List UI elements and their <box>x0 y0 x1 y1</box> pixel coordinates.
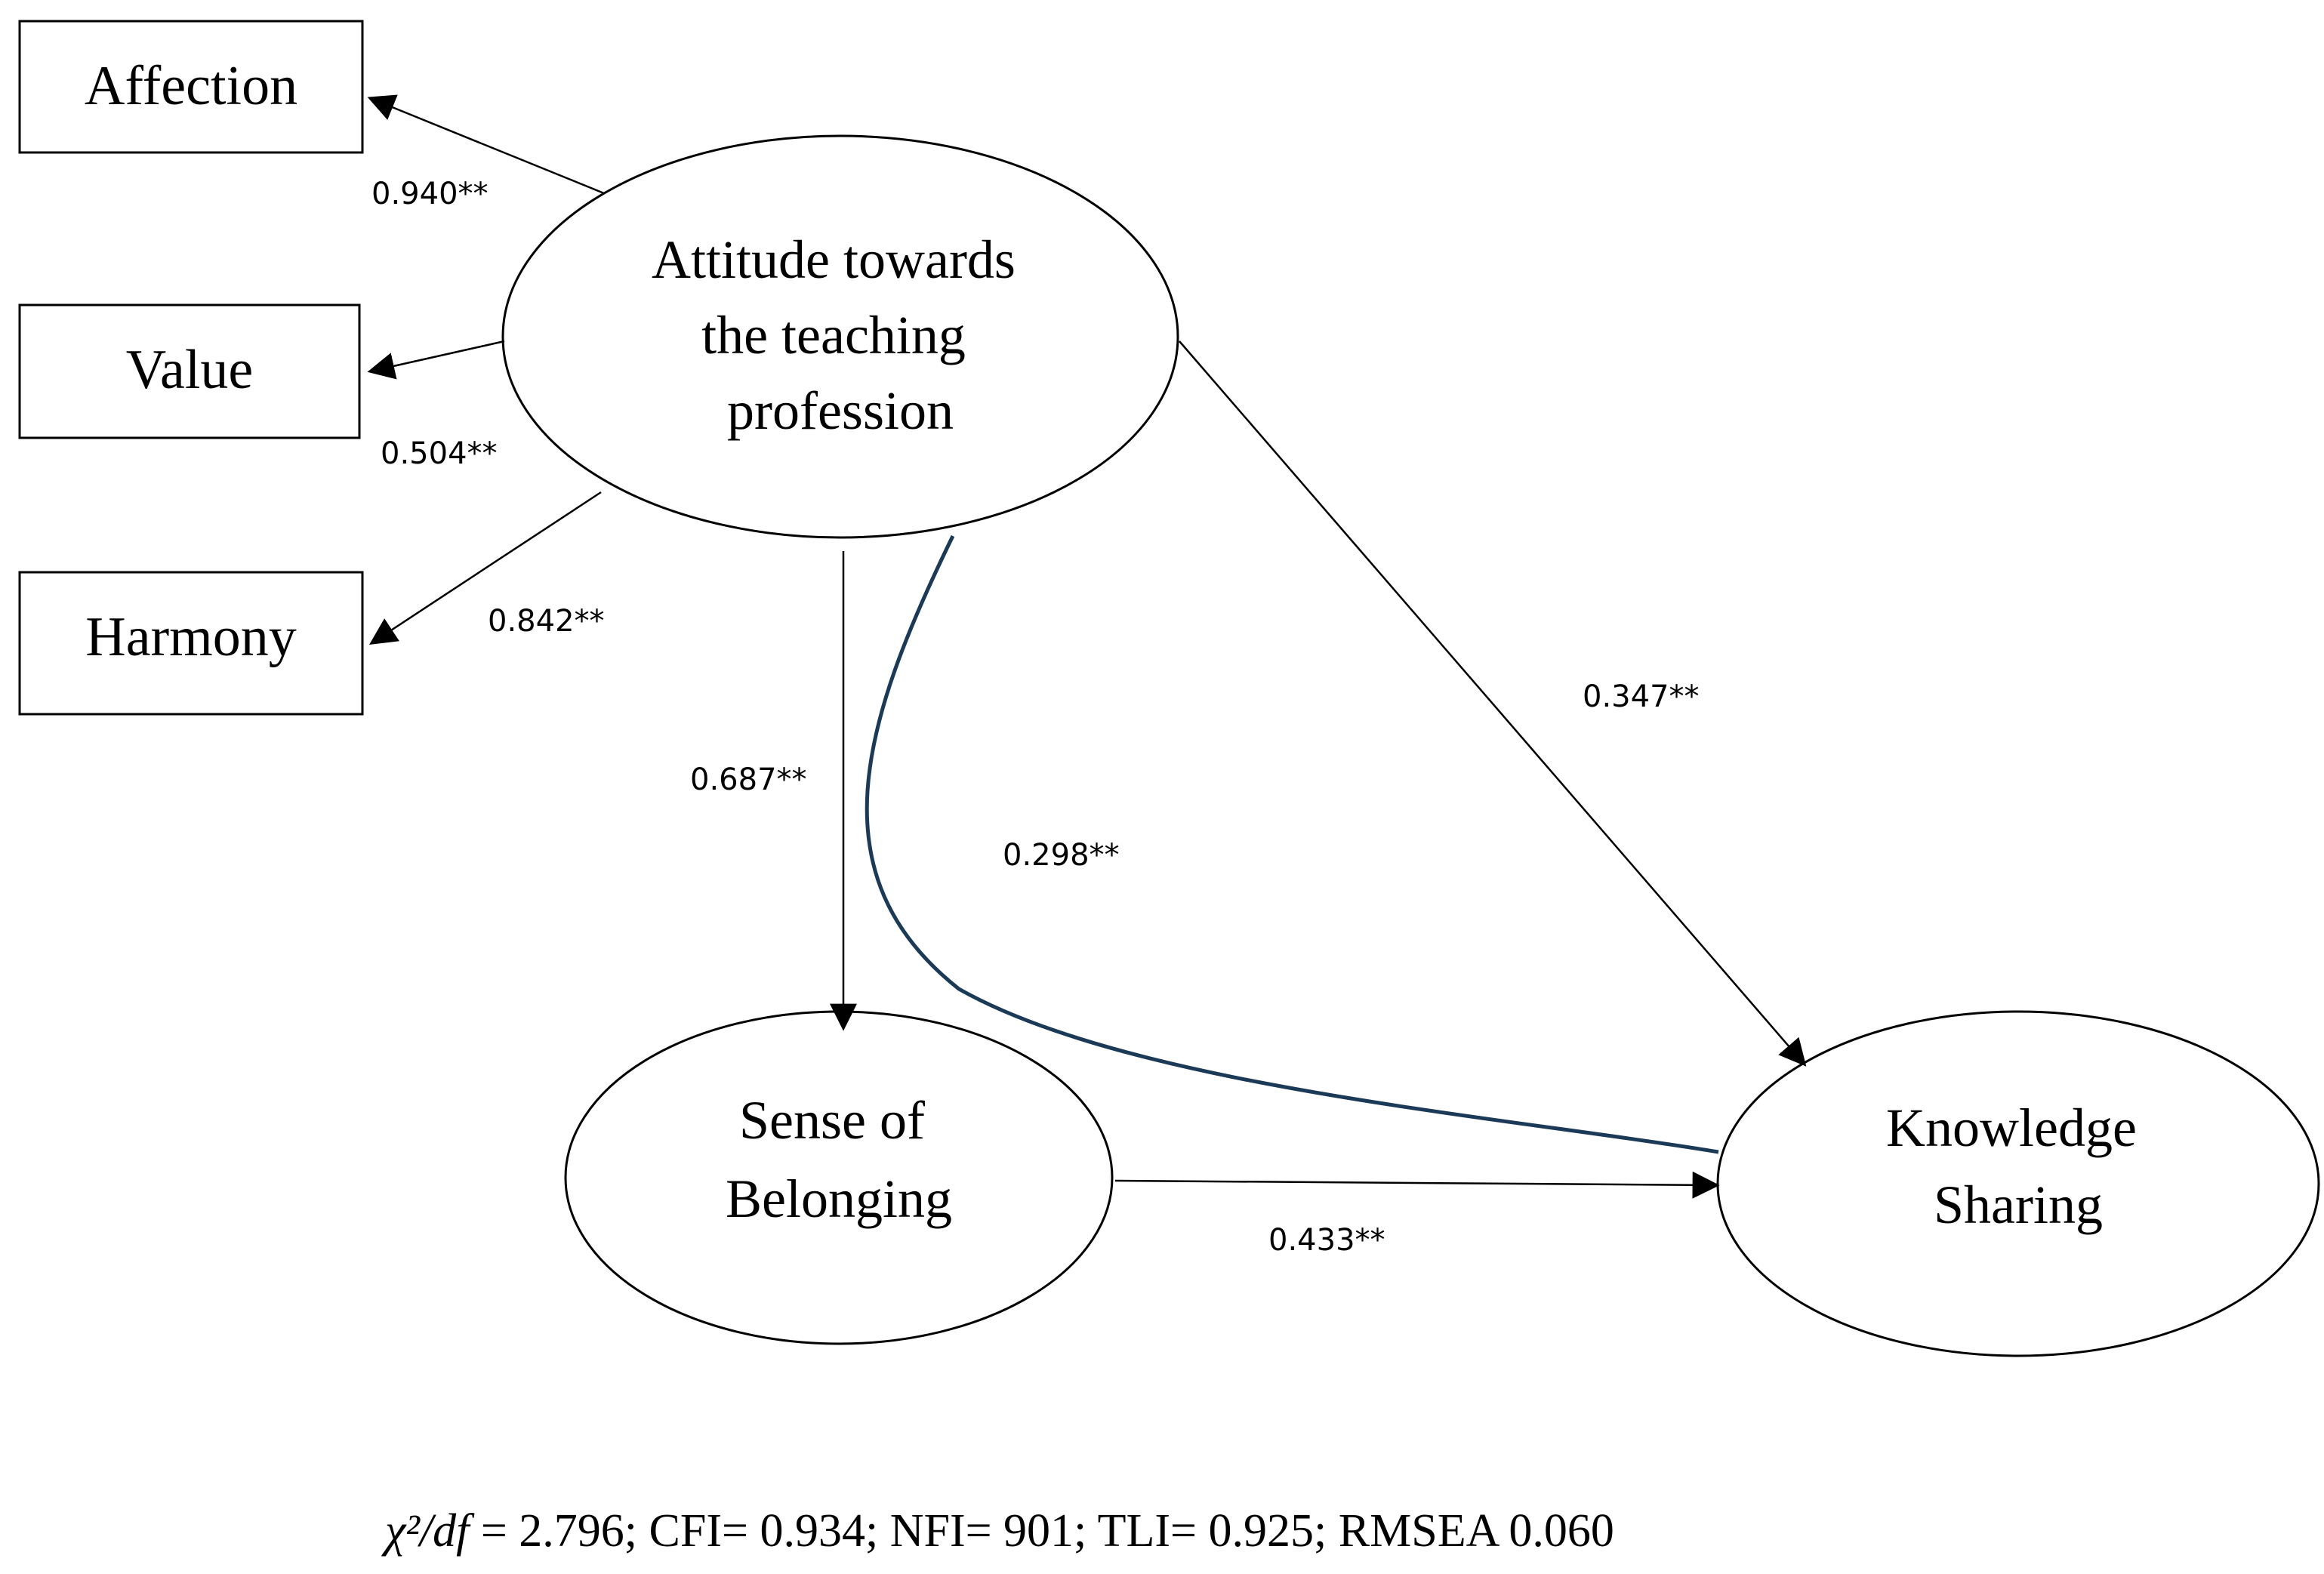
knowledge-label: Knowledge Sharing <box>1886 1098 2150 1235</box>
latent-knowledge: Knowledge Sharing <box>1716 1010 2320 1357</box>
latent-attitude: Attitude towards the teaching profession <box>501 134 1179 539</box>
attitude-label-line-3: profession <box>727 380 954 441</box>
path-attitude-knowledge-curve <box>865 534 1719 1154</box>
coef-attitude-knowledge: 0.347** <box>1583 679 1700 714</box>
indicator-value: Value <box>18 303 361 439</box>
path-attitude-affection <box>367 94 605 195</box>
belonging-label-line-2: Belonging <box>726 1169 952 1229</box>
knowledge-label-line-1: Knowledge <box>1886 1098 2137 1158</box>
harmony-label: Harmony <box>85 606 297 668</box>
coef-belonging-knowledge: 0.433** <box>1268 1223 1385 1258</box>
coef-value: 0.504** <box>381 436 498 471</box>
attitude-label: Attitude towards the teaching profession <box>652 229 1029 441</box>
affection-box <box>18 20 364 154</box>
coef-affection: 0.940** <box>371 177 489 211</box>
value-label: Value <box>126 339 254 401</box>
attitude-label-line-2: the teaching <box>701 305 966 365</box>
coef-harmony: 0.842** <box>488 604 605 639</box>
affection-label: Affection <box>85 55 297 117</box>
path-attitude-knowledge <box>1179 340 1807 1067</box>
latent-belonging: Sense of Belonging <box>564 1010 1114 1345</box>
fit-statistics: χ²/df = 2.796; CFI= 0.934; NFI= 901; TLI… <box>381 1505 1614 1557</box>
attitude-ellipse <box>501 134 1179 539</box>
value-box <box>18 303 361 439</box>
belonging-label: Sense of Belonging <box>726 1090 952 1229</box>
coef-attitude-belonging: 0.687** <box>690 762 807 797</box>
indicator-affection: Affection <box>18 20 364 154</box>
knowledge-label-line-2: Sharing <box>1934 1175 2103 1235</box>
indicator-harmony: Harmony <box>18 571 364 716</box>
fit-chi-square-label: χ²/df <box>381 1505 475 1557</box>
belonging-label-line-1: Sense of <box>739 1090 925 1150</box>
path-belonging-knowledge <box>1114 1171 1720 1199</box>
harmony-box <box>18 571 364 716</box>
path-attitude-harmony <box>368 491 602 645</box>
attitude-label-line-1: Attitude towards <box>652 229 1016 290</box>
path-attitude-value <box>367 340 505 380</box>
coef-attitude-knowledge-indirect: 0.298** <box>1003 838 1120 873</box>
fit-statistics-values: = 2.796; CFI= 0.934; NFI= 901; TLI= 0.92… <box>469 1505 1614 1557</box>
